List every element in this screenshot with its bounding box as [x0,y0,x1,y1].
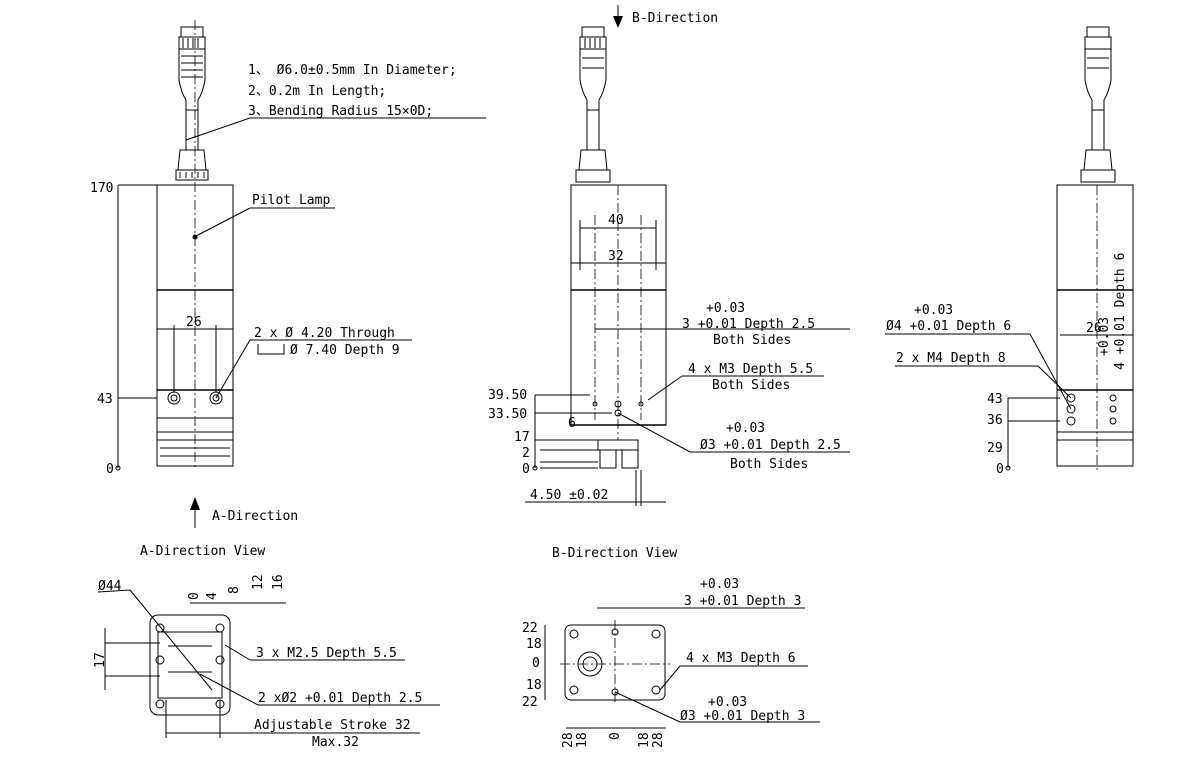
side-m3-callout: 4 x M3 Depth 5.5 [688,362,813,377]
a-view-tick-8: 8 [227,586,242,594]
b-view-v0: 0 [532,656,540,671]
right-dim-29: 29 [987,441,1003,456]
right-dim-0: 0 [996,462,1004,477]
side-tol-b: Ø3 +0.01 Depth 2.5 [700,438,841,453]
side-tol-b-top: +0.03 [726,421,765,436]
a-view-title: A-Direction View [140,544,265,559]
b-view-h28a: 28 [561,732,576,748]
front-dim-43: 43 [97,392,113,407]
b-view-m3: 4 x M3 Depth 6 [686,651,796,666]
side-width-40: 40 [608,213,624,228]
front-dim-0: 0 [106,462,114,477]
side-dim-3350: 33.50 [488,407,527,422]
b-view-v18a: 18 [526,637,542,652]
front-view: Pilot Lamp 26 2 x Ø 4.20 Through Ø 7.40 … [90,20,486,528]
note-line-1: 1、 Ø6.0±0.5mm In Diameter; [248,63,457,78]
a-view-h17: 17 [93,652,108,668]
b-view-v18b: 18 [526,678,542,693]
side-tol-a: 3 +0.01 Depth 2.5 [682,317,815,332]
a-view-pin: 2 xØ2 +0.01 Depth 2.5 [258,691,422,706]
right-view: 26 +0.03 Ø4 +0.01 Depth 6 2 x M4 Depth 8… [885,26,1134,477]
side-dim-3950: 39.50 [488,388,527,403]
front-width-26: 26 [186,315,202,330]
side-tol-b-sides: Both Sides [730,457,808,472]
right-width-26: 26 [1086,321,1102,336]
b-view-v22a: 22 [522,621,538,636]
front-hole-callout: 2 x Ø 4.20 Through [254,326,395,341]
side-tol-a-top: +0.03 [706,301,745,316]
side-tol-a-sides: Both Sides [713,333,791,348]
right-tol: Ø4 +0.01 Depth 6 [886,319,1011,334]
b-view-v22b: 22 [522,695,538,710]
a-view-tick-4: 4 [205,592,220,600]
b-direction-label: B-Direction [632,11,718,26]
front-counterbore-callout: Ø 7.40 Depth 9 [290,343,400,358]
side-m3-sides: Both Sides [712,378,790,393]
a-view-tick-0: 0 [187,592,202,600]
a-view-dia44: Ø44 [98,579,122,594]
right-dim-43: 43 [987,392,1003,407]
pilot-lamp-label: Pilot Lamp [252,193,330,208]
a-view-stroke: Adjustable Stroke 32 [254,718,411,733]
b-view-title: B-Direction View [552,546,677,561]
a-view-m25: 3 x M2.5 Depth 5.5 [256,646,397,661]
a-direction-label: A-Direction [212,509,298,524]
front-dim-170: 170 [90,181,113,196]
a-direction-view: A-Direction View Ø44 0 4 8 12 16 17 3 x … [93,544,440,750]
right-m4: 2 x M4 Depth 8 [896,351,1006,366]
right-dim-36: 36 [987,413,1003,428]
right-tol-top: +0.03 [914,303,953,318]
b-view-h18a: 18 [575,732,590,748]
b-view-h18b: 18 [637,732,652,748]
right-vert-tol: 4 +0.01 Depth 6 [1113,253,1128,370]
b-view-h0: 0 [608,732,623,740]
a-view-tick-16: 16 [271,574,286,590]
b-view-tol: 3 +0.01 Depth 3 [684,594,801,609]
side-view: B-Direction 40 32 +0.03 3 +0.01 Depth 2.… [488,5,850,506]
side-offset: 4.50 ±0.02 [530,488,608,503]
side-width-32: 32 [608,249,624,264]
b-direction-view: B-Direction View +0.03 3 +0.01 Depth 3 2… [522,546,820,748]
a-view-max: Max.32 [312,735,359,750]
b-view-h28b: 28 [651,732,666,748]
b-view-pin-top: +0.03 [708,695,747,710]
side-dim-2: 2 [522,446,530,461]
note-line-3: 3、Bending Radius 15×0D; [248,104,433,119]
note-line-2: 2、0.2m In Length; [248,84,386,99]
front-cable [175,26,209,181]
b-view-pin: Ø3 +0.01 Depth 3 [680,709,805,724]
side-dim-0: 0 [522,462,530,477]
right-vert-tol-top: +0.03 [1097,317,1112,356]
side-dim-17: 17 [514,430,530,445]
a-view-tick-12: 12 [251,574,266,590]
side-dim-6: 6 [568,416,576,431]
b-view-tol-top: +0.03 [700,577,739,592]
